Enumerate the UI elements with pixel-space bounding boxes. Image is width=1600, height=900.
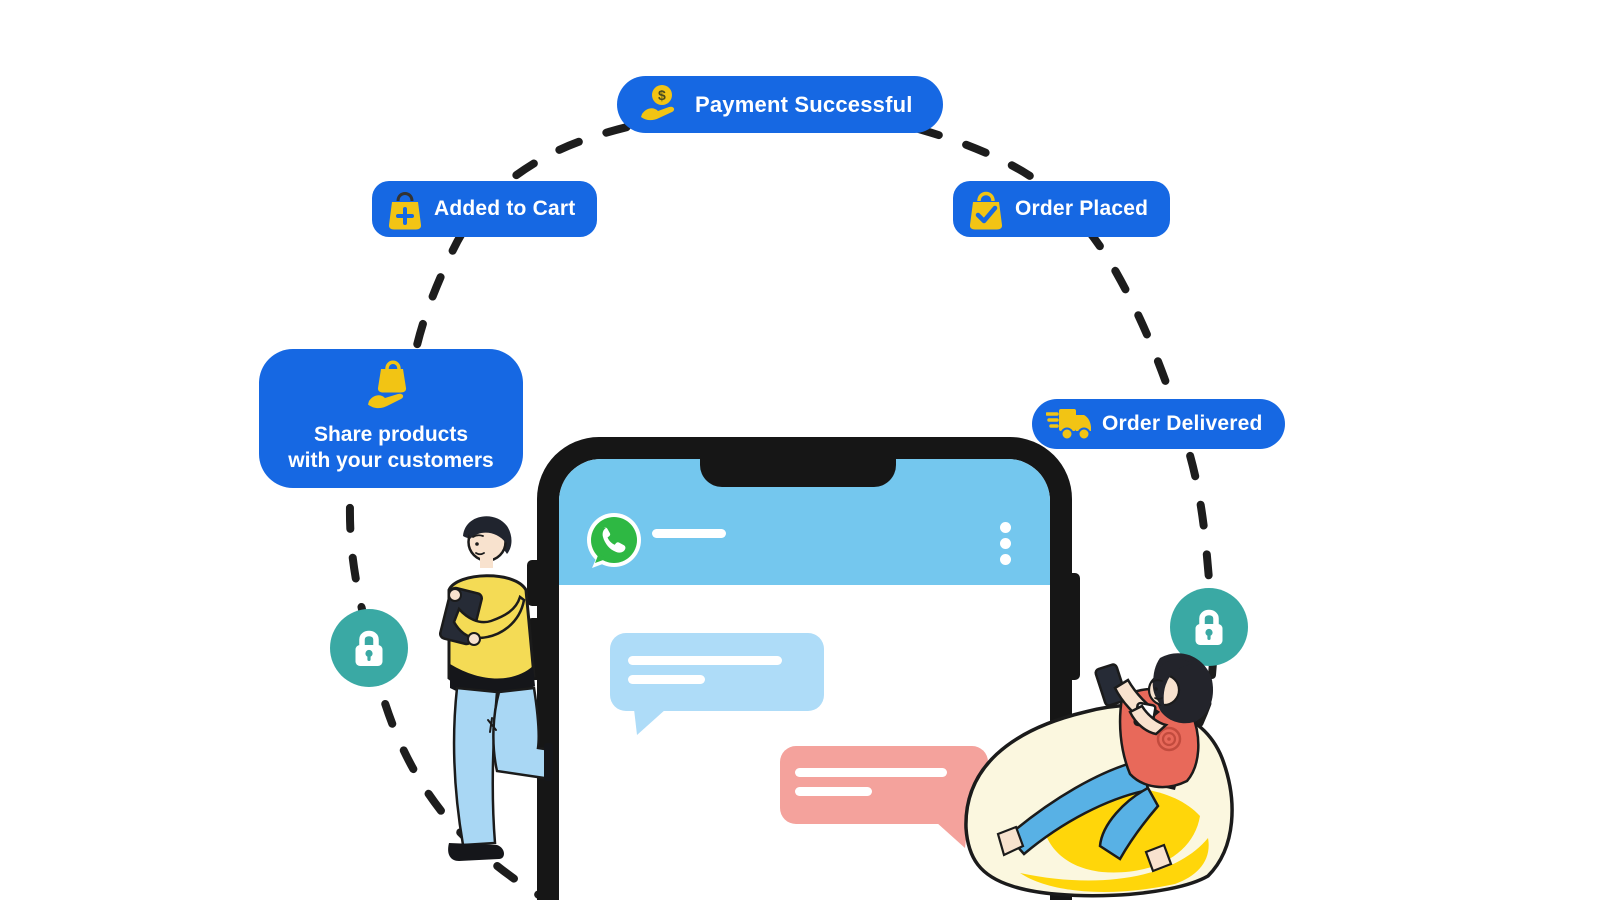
kebab-menu-icon — [1000, 554, 1011, 565]
phone-screen — [559, 459, 1050, 900]
message-text-placeholder — [795, 787, 872, 796]
share-products-card: Share products with your customers — [259, 349, 523, 488]
message-text-placeholder — [628, 656, 782, 665]
kebab-menu-icon — [1000, 522, 1011, 533]
step-badge-label: Payment Successful — [695, 91, 913, 117]
step-badge-added-to-cart: Added to Cart — [372, 181, 598, 237]
step-badge-label: Added to Cart — [434, 197, 576, 220]
woman-on-beanbag-illustration — [964, 653, 1234, 898]
man-with-phone-illustration — [438, 516, 553, 861]
whatsapp-icon — [587, 513, 641, 568]
lock-icon — [1195, 609, 1223, 645]
coin-in-hand-icon: $ — [639, 84, 681, 126]
share-card-line1: Share products — [313, 423, 469, 446]
outgoing-message-bubble — [780, 746, 988, 848]
security-lock-badge — [1170, 588, 1248, 666]
step-badge-order-placed: Order Placed — [953, 181, 1171, 237]
step-badge-order-delivered: Order Delivered — [1032, 399, 1285, 449]
delivery-truck-icon — [1046, 407, 1092, 441]
phone-notch — [700, 437, 896, 487]
phone-side-button — [527, 560, 537, 606]
lock-icon — [355, 630, 383, 666]
phone-side-button — [1070, 573, 1080, 680]
hand-holding-bag-icon — [363, 357, 419, 422]
security-lock-badge — [330, 609, 408, 687]
message-text-placeholder — [795, 768, 947, 777]
svg-text:$: $ — [658, 87, 666, 103]
step-badge-payment-successful: $ Payment Successful — [617, 76, 943, 133]
bag-check-icon — [967, 188, 1005, 230]
contact-name-placeholder — [652, 529, 726, 538]
step-badge-label: Order Delivered — [1102, 412, 1263, 435]
incoming-message-bubble — [610, 633, 824, 735]
kebab-menu-icon — [1000, 538, 1011, 549]
message-text-placeholder — [628, 675, 705, 684]
bubble-tail — [936, 822, 968, 848]
bubble-tail — [634, 709, 666, 735]
step-badge-label: Order Placed — [1015, 197, 1149, 220]
share-card-line2: with your customers — [288, 449, 494, 472]
bag-plus-icon — [386, 188, 424, 230]
